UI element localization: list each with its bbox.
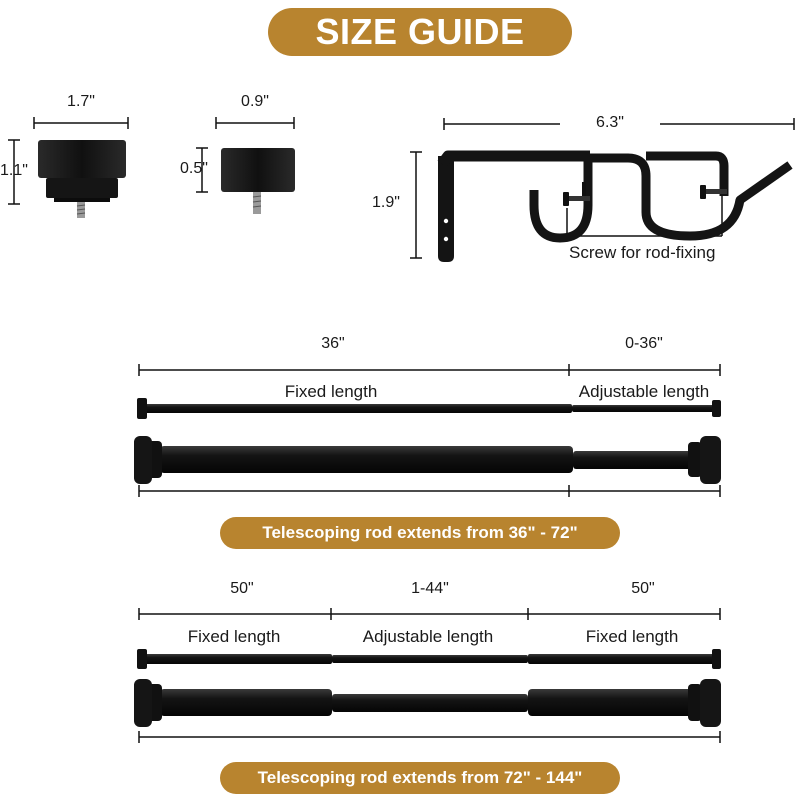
rod-large-left-dim: 50" xyxy=(230,580,254,597)
finial-small-height-label: 0.5" xyxy=(180,160,208,177)
rod-large-left-label: Fixed length xyxy=(187,627,281,646)
bracket xyxy=(410,118,795,262)
rod-large-banner: Telescoping rod extends from 72" - 144" xyxy=(220,762,620,794)
finial-large-height-label: 1.1" xyxy=(0,162,28,179)
rod-small-fixed-dim: 36" xyxy=(321,335,345,352)
finial-small-width-label: 0.9" xyxy=(241,93,269,110)
rod-large-middle-label: Adjustable length xyxy=(362,627,494,646)
finial-large-width-label: 1.7" xyxy=(67,93,95,110)
rod-small-diagram xyxy=(134,364,721,497)
rod-large-diagram xyxy=(134,608,721,743)
finial-large xyxy=(8,117,129,218)
rod-large-right-dim: 50" xyxy=(631,580,655,597)
rod-small-fixed-label: Fixed length xyxy=(284,382,378,401)
page-title: SIZE GUIDE xyxy=(268,8,572,56)
rod-large-middle-dim: 1-44" xyxy=(411,580,449,597)
bracket-height-label: 1.9" xyxy=(372,194,400,211)
finial-small xyxy=(196,117,295,214)
screw-icon xyxy=(563,182,727,206)
rod-small-adjustable-label: Adjustable length xyxy=(578,382,710,401)
rod-small-banner: Telescoping rod extends from 36" - 72" xyxy=(220,517,620,549)
screw-label: Screw for rod-fixing xyxy=(569,243,716,262)
rod-small-adjustable-dim: 0-36" xyxy=(625,335,663,352)
rod-large-right-label: Fixed length xyxy=(585,627,679,646)
bracket-width-label: 6.3" xyxy=(596,114,624,131)
